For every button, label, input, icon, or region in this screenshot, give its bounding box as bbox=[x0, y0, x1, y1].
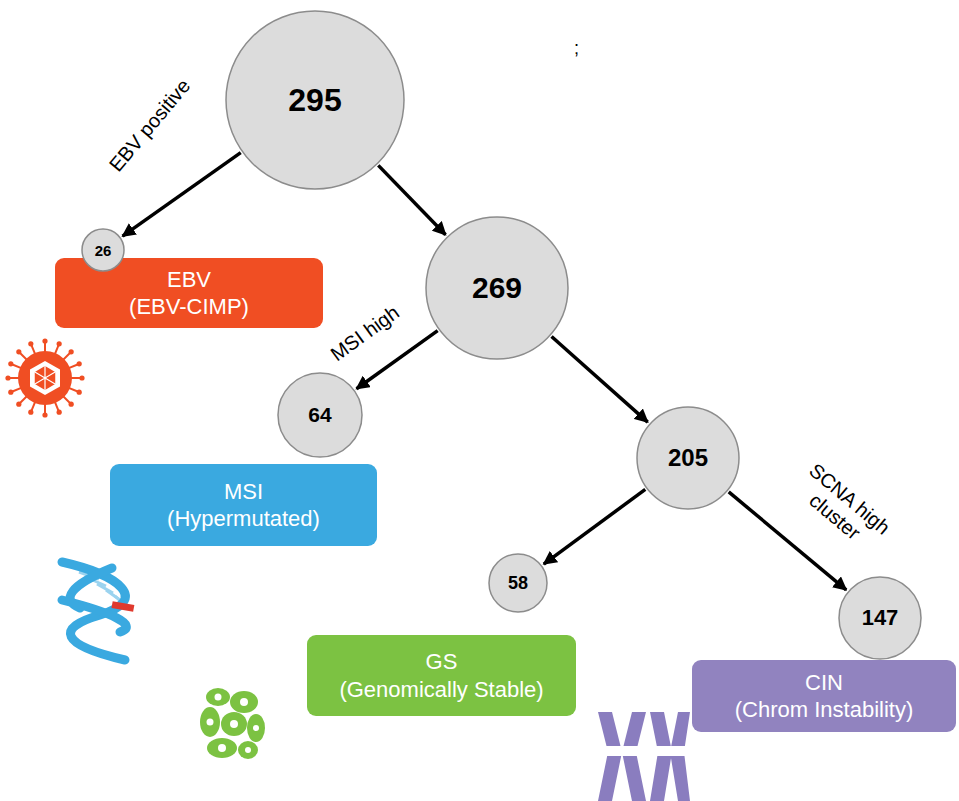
node-text: (Genomically Stable) bbox=[339, 676, 543, 704]
node-text: 64 bbox=[308, 403, 331, 427]
stray-mark: ; bbox=[574, 38, 579, 59]
arrow-connector bbox=[552, 337, 648, 423]
node-text: 147 bbox=[862, 605, 899, 631]
count-circle: 26 bbox=[81, 228, 125, 272]
chromosome-icon bbox=[592, 712, 692, 801]
dna-icon bbox=[62, 562, 134, 660]
node-text: (Chrom Instability) bbox=[735, 696, 913, 724]
edge-label: SCNA high cluster bbox=[805, 459, 894, 544]
virus-icon bbox=[5, 338, 84, 417]
node-text: 26 bbox=[95, 242, 112, 259]
count-circle: 269 bbox=[425, 216, 569, 360]
count-circle: 147 bbox=[838, 576, 922, 660]
subtype-box: CIN(Chrom Instability) bbox=[692, 660, 956, 732]
count-circle: 58 bbox=[488, 553, 548, 613]
edge-label-wrap: SCNA high cluster bbox=[781, 452, 902, 564]
node-text: 205 bbox=[668, 444, 708, 472]
edge-label-wrap: EBV positive bbox=[103, 72, 198, 179]
node-text: 295 bbox=[288, 82, 341, 119]
node-text: (EBV-CIMP) bbox=[129, 293, 249, 321]
node-text: (Hypermutated) bbox=[167, 505, 320, 533]
arrow-connector bbox=[544, 489, 646, 564]
node-text: 269 bbox=[472, 271, 522, 305]
node-text: EBV bbox=[167, 266, 211, 294]
arrow-connector bbox=[123, 153, 241, 237]
node-text: GS bbox=[426, 648, 458, 676]
subtype-box: GS(Genomically Stable) bbox=[307, 635, 576, 716]
node-text: CIN bbox=[805, 669, 843, 697]
node-text: 58 bbox=[508, 573, 528, 594]
edge-label: EBV positive bbox=[105, 74, 195, 175]
cells-icon bbox=[200, 688, 265, 759]
arrow-connector bbox=[378, 165, 445, 234]
edge-label-wrap: MSI high bbox=[310, 288, 421, 377]
count-circle: 295 bbox=[225, 10, 405, 190]
edge-label: MSI high bbox=[326, 300, 403, 364]
count-circle: 205 bbox=[636, 406, 740, 510]
node-text: MSI bbox=[224, 478, 263, 506]
count-circle: 64 bbox=[277, 372, 363, 458]
subtype-box: MSI(Hypermutated) bbox=[110, 464, 377, 546]
